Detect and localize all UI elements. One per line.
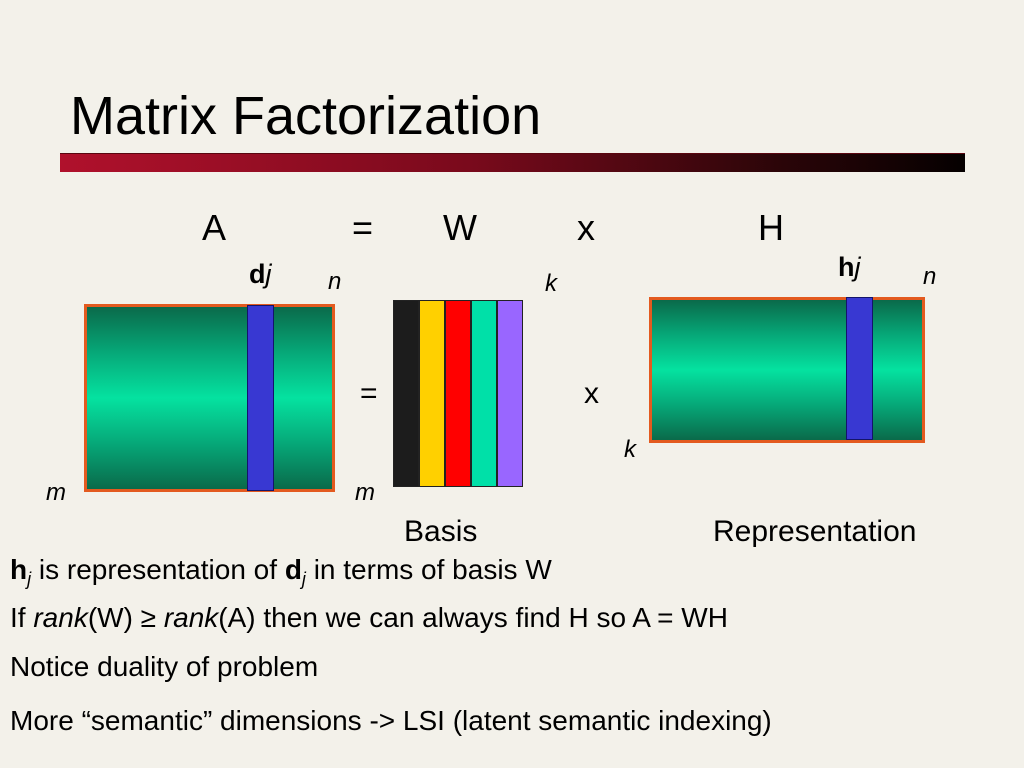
label-dj-sub: j	[265, 259, 272, 289]
column-dj	[247, 305, 274, 491]
caption-representation: Representation	[713, 515, 917, 548]
column-hj	[846, 297, 873, 440]
equation-equals: =	[352, 207, 374, 248]
equation-a: A	[202, 207, 227, 248]
bullet-1-d: d	[284, 554, 302, 585]
label-n-h: n	[923, 263, 937, 290]
matrix-a	[84, 304, 335, 492]
label-hj-sub: j	[854, 252, 861, 282]
bullet-2-rank-a: rank	[163, 602, 219, 633]
equation-times: x	[577, 207, 595, 248]
label-n-a: n	[328, 268, 342, 295]
matrix-h	[649, 297, 925, 443]
basis-column-2	[419, 300, 445, 487]
matrix-w	[393, 300, 523, 487]
bullet-1-h: h	[10, 554, 28, 585]
label-m-w: m	[355, 479, 375, 506]
bullet-2-end: (A) then we can always find H so A = WH	[218, 602, 728, 633]
bullet-3: Notice duality of problem	[10, 651, 319, 682]
label-d: d	[249, 259, 266, 289]
label-hj: hj	[838, 252, 861, 282]
label-m-a: m	[46, 479, 66, 506]
bullet-1-mid: is representation of	[31, 554, 285, 585]
equation-h: H	[758, 207, 784, 248]
bullet-2-if: If	[10, 602, 34, 633]
operator-equals: =	[360, 377, 378, 410]
title-underline-bar	[60, 153, 965, 172]
bullet-1-sub-j: j	[27, 569, 32, 589]
operator-times: x	[584, 377, 599, 410]
bullet-4: More “semantic” dimensions -> LSI (laten…	[10, 705, 772, 736]
bullet-1-end: in terms of basis W	[305, 554, 552, 585]
bullet-2-mid: (W) ≥	[87, 602, 164, 633]
bullet-2-rank-w: rank	[33, 602, 88, 633]
basis-column-5	[497, 300, 523, 487]
equation-w: W	[443, 207, 477, 248]
label-k-h: k	[624, 436, 636, 463]
bullet-1: hj is representation of dj in terms of b…	[10, 554, 552, 595]
label-k-w: k	[545, 270, 557, 297]
bullet-1-sub-j2: j	[301, 569, 306, 589]
slide-title: Matrix Factorization	[70, 86, 542, 146]
bullet-2: If rank(W) ≥ rank(A) then we can always …	[10, 602, 728, 634]
basis-column-1	[393, 300, 419, 487]
label-dj: dj	[249, 259, 272, 289]
basis-column-3	[445, 300, 471, 487]
caption-basis: Basis	[404, 515, 478, 548]
label-h: h	[838, 252, 855, 282]
basis-column-4	[471, 300, 497, 487]
